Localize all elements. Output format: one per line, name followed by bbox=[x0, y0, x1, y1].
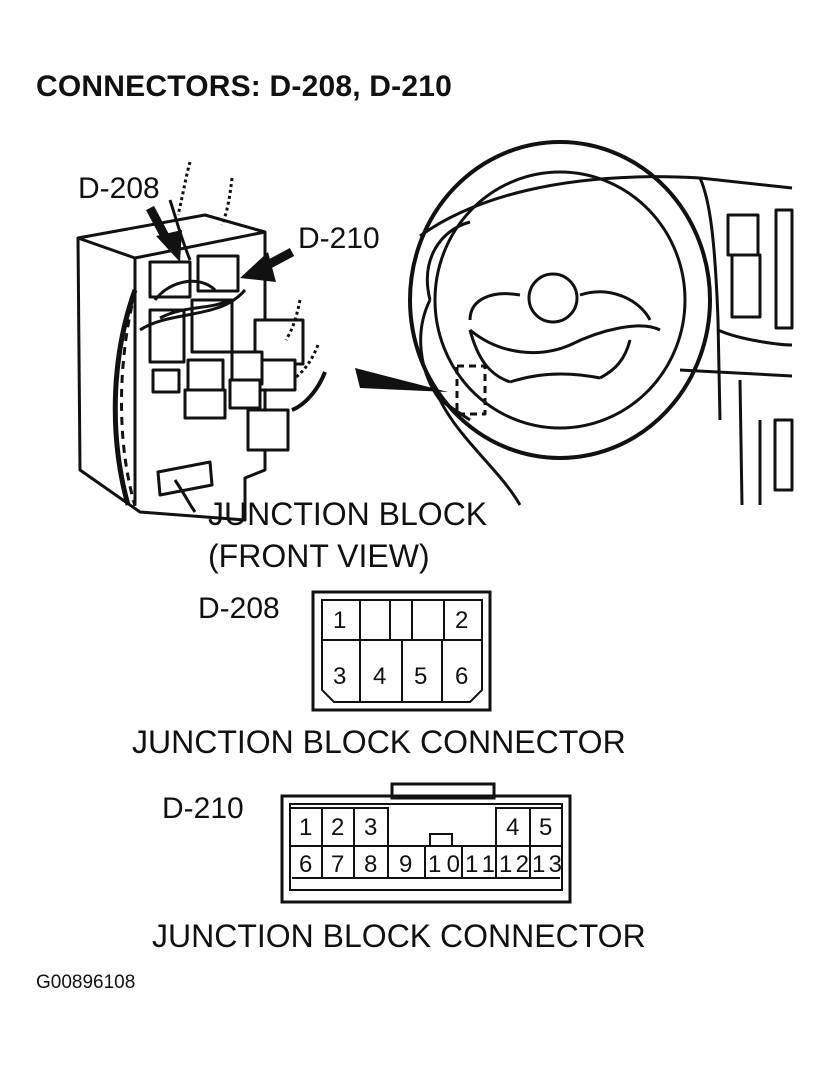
d210-pin-1: 1 bbox=[299, 814, 312, 841]
d210-pin-8: 8 bbox=[364, 851, 377, 878]
junction-block-caption: JUNCTION BLOCK bbox=[208, 496, 488, 532]
connector-d208-caption: JUNCTION BLOCK CONNECTOR bbox=[132, 724, 626, 760]
d210-pin-13: 13 bbox=[532, 851, 562, 878]
label-d210-illustration: D-210 bbox=[298, 222, 380, 255]
location-pointer-icon bbox=[355, 368, 448, 392]
d210-pin-3: 3 bbox=[364, 814, 377, 841]
d210-pin-10: 10 bbox=[428, 851, 460, 878]
front-view-caption: (FRONT VIEW) bbox=[208, 538, 430, 574]
d210-pin-4: 4 bbox=[506, 814, 519, 841]
connector-d210-face bbox=[280, 782, 572, 904]
d210-pin-5: 5 bbox=[539, 814, 552, 841]
connector-d210-caption: JUNCTION BLOCK CONNECTOR bbox=[152, 918, 646, 954]
connector-d208-face bbox=[311, 590, 492, 712]
junction-block-illustration bbox=[76, 161, 327, 522]
connector-d208-label: D-208 bbox=[198, 592, 280, 625]
d210-pin-11: 11 bbox=[465, 851, 495, 878]
dashboard-illustration bbox=[408, 140, 794, 506]
d210-pin-7: 7 bbox=[331, 851, 344, 878]
d208-pin-3: 3 bbox=[333, 663, 346, 690]
arrow-d208-icon bbox=[146, 205, 182, 262]
d208-pin-1: 1 bbox=[333, 607, 346, 634]
d210-pin-2: 2 bbox=[331, 814, 344, 841]
d208-pin-5: 5 bbox=[414, 663, 427, 690]
connector-d210-label: D-210 bbox=[162, 792, 244, 825]
d208-pin-4: 4 bbox=[373, 663, 386, 690]
d210-pin-12: 12 bbox=[499, 851, 529, 878]
d208-pin-6: 6 bbox=[455, 663, 468, 690]
d208-pin-2: 2 bbox=[455, 607, 468, 634]
figure-code: G00896108 bbox=[36, 972, 136, 993]
d210-pin-9: 9 bbox=[399, 851, 412, 878]
page-title: CONNECTORS: D-208, D-210 bbox=[36, 70, 453, 103]
d210-pin-6: 6 bbox=[299, 851, 312, 878]
label-d208-illustration: D-208 bbox=[78, 172, 160, 205]
arrow-d210-icon bbox=[240, 248, 295, 282]
